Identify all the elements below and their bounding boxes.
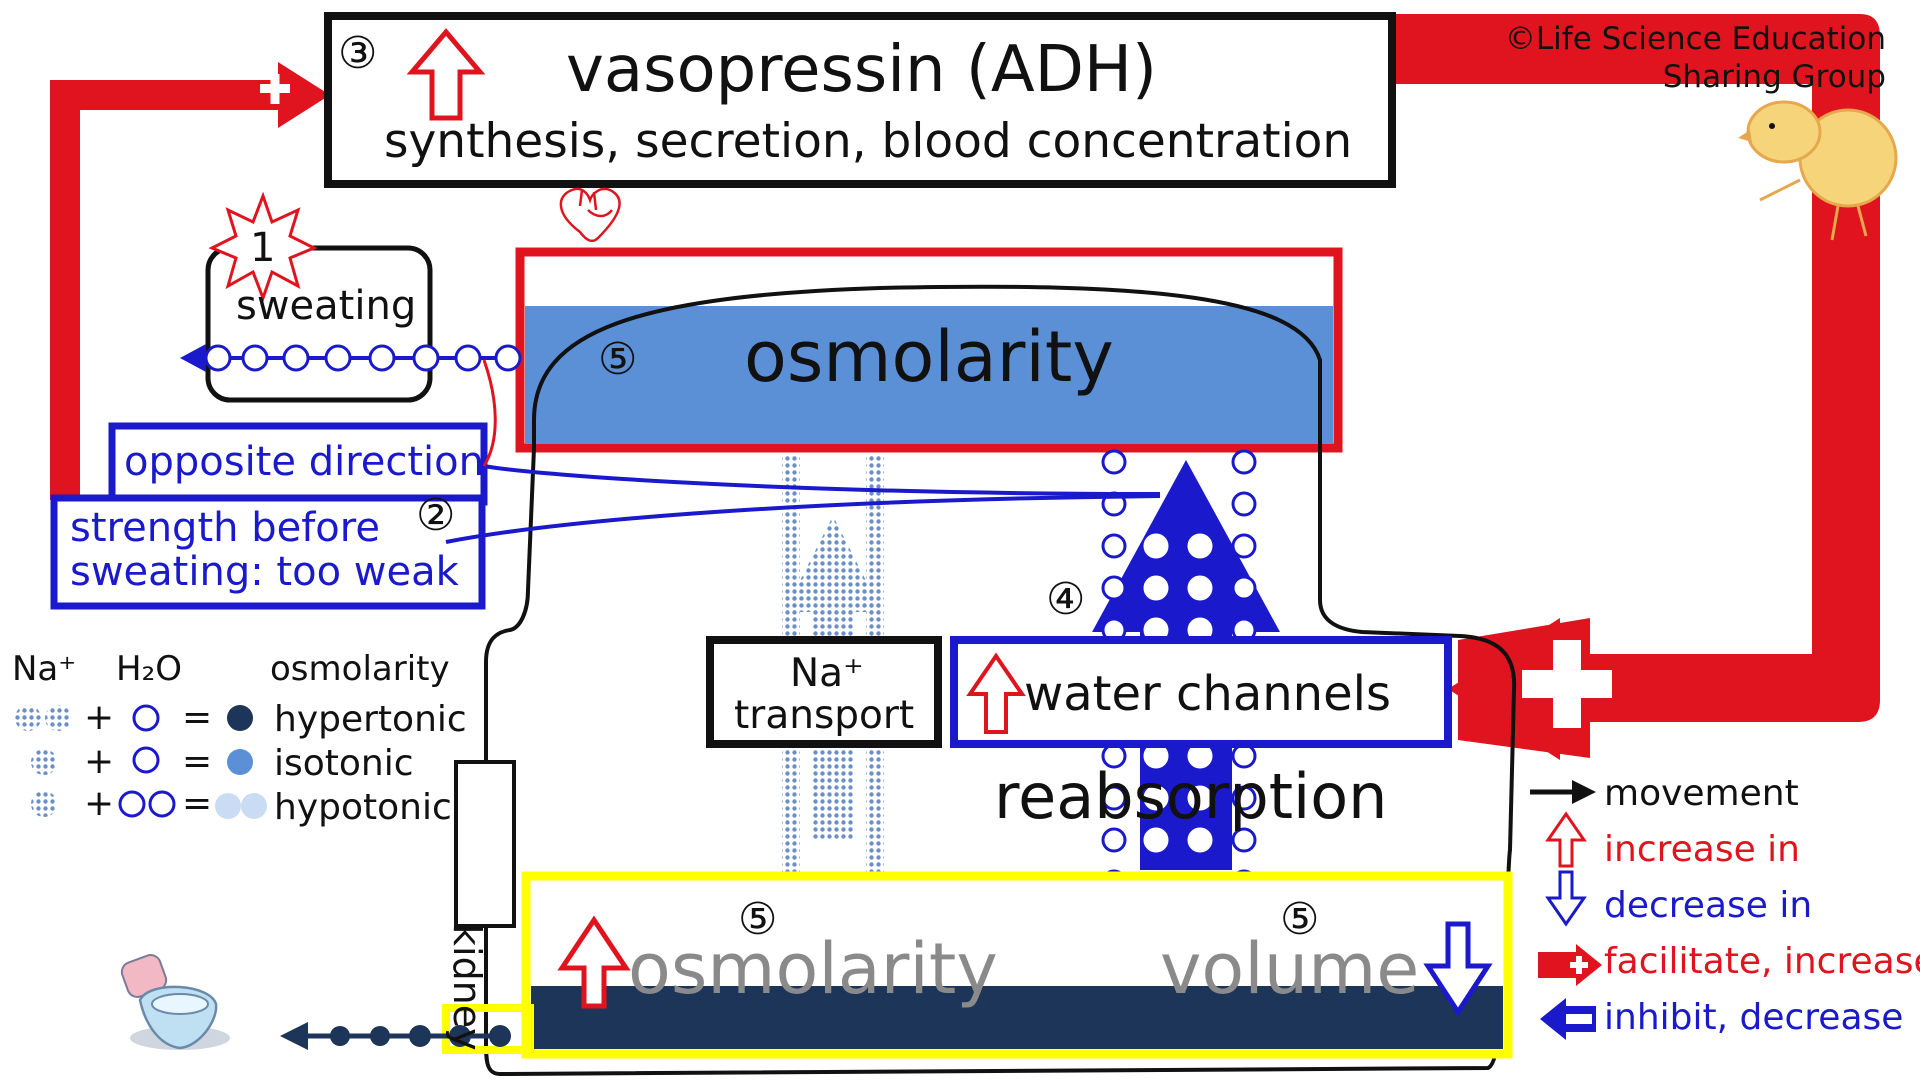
water-molecule-dot: [1143, 827, 1169, 853]
urine-fill: [531, 986, 1503, 1049]
urine-volume-label: volume: [1160, 928, 1420, 1010]
water-channels-increase-arrow-icon: [966, 652, 1026, 734]
key-header-na: Na⁺: [12, 649, 77, 689]
urine-excretion-arrow: [280, 1022, 511, 1050]
key-decrease-label: decrease in: [1604, 885, 1813, 926]
key-row2-eq: =: [182, 741, 213, 782]
sweating-number: 1: [250, 225, 276, 271]
sweating-label: sweating: [236, 283, 417, 329]
urine-osm-increase-arrow-icon: [557, 915, 631, 1009]
kidney-label-box: [454, 760, 516, 928]
water-channels-number: ④: [1046, 574, 1086, 625]
urine-osm-number: ⑤: [738, 894, 778, 945]
water-molecule-dot: [1231, 575, 1257, 601]
urine-osmolarity-label: osmolarity: [628, 928, 998, 1010]
copyright-line1: ©Life Science Education: [1504, 21, 1886, 57]
key-movement-label: movement: [1604, 773, 1799, 814]
water-molecule-dot: [1187, 827, 1213, 853]
note-connector-red: [482, 359, 497, 467]
water-molecule-dot: [1231, 827, 1257, 853]
water-molecule-dot: [1187, 575, 1213, 601]
chick-icon: [1738, 100, 1898, 241]
key-inhibit-label: inhibit, decrease: [1604, 997, 1904, 1038]
water-molecule-dot: [1101, 533, 1127, 559]
key-left-symbols: [15, 704, 267, 819]
kidney-outline: [484, 284, 1517, 1077]
urine-vol-number: ⑤: [1280, 894, 1320, 945]
water-molecule-dot: [1143, 785, 1169, 811]
opposite-direction-label: opposite direction: [124, 439, 484, 485]
water-molecule-dot: [1143, 575, 1169, 601]
feedback-loop-right: [1396, 14, 1880, 760]
key-increase-label: increase in: [1604, 829, 1800, 870]
key-right-icons: [1530, 780, 1602, 1040]
water-molecule-dot: [1101, 827, 1127, 853]
key-header-h2o: H₂O: [116, 649, 182, 689]
blood-number: ⑤: [598, 334, 638, 385]
adh-number: ③: [338, 28, 378, 79]
key-facilitate-label: facilitate, increase: [1604, 941, 1920, 982]
strength-line1: strength before: [70, 505, 380, 551]
sweating-burst-icon: [208, 191, 318, 303]
key-row1-label: hypertonic: [274, 699, 467, 740]
kidney-label: kidney: [445, 924, 489, 1051]
toilet-icon: [120, 954, 230, 1050]
water-molecule-dot: [1231, 491, 1257, 517]
note-number: ②: [416, 490, 456, 541]
water-molecule-dot: [1101, 575, 1127, 601]
adh-box: [324, 12, 1396, 188]
key-row3-plus: +: [84, 783, 115, 824]
water-molecule-dot: [1187, 785, 1213, 811]
water-channels-box: [950, 636, 1452, 748]
water-molecule-dot: [1231, 785, 1257, 811]
ureter: [442, 1004, 534, 1054]
adh-increase-arrow-icon: [406, 28, 486, 121]
reabsorption-label: reabsorption: [994, 760, 1388, 833]
sweat-loss-arrow: [180, 344, 522, 372]
key-row3-label: hypotonic: [274, 787, 452, 828]
key-row2-label: isotonic: [274, 743, 414, 784]
water-molecule-dot: [1187, 533, 1213, 559]
key-row3-eq: =: [182, 783, 213, 824]
water-molecule-dot: [1231, 449, 1257, 475]
strength-note-box: [50, 494, 486, 610]
adh-title: vasopressin (ADH): [566, 33, 1157, 107]
feedback-loop-left: [50, 62, 330, 500]
urine-volume-decrease-arrow-icon: [1423, 921, 1493, 1017]
na-transport-line2: transport: [734, 693, 915, 738]
heart-icon: [559, 187, 621, 243]
blood-osmolarity-label: osmolarity: [744, 316, 1114, 398]
note-connector-2: [445, 494, 1161, 544]
water-molecule-dot: [1101, 785, 1127, 811]
key-row1-plus: +: [84, 697, 115, 738]
water-molecule-dot: [1101, 449, 1127, 475]
plasma-fill: [525, 306, 1333, 444]
adh-subtitle: synthesis, secretion, blood concentratio…: [384, 114, 1353, 169]
water-molecule-dot: [1231, 533, 1257, 559]
note-connector-1: [483, 464, 1161, 496]
na-transport-line1: Na⁺: [790, 651, 864, 696]
copyright-line2: Sharing Group: [1662, 59, 1886, 95]
water-molecule-dot: [1143, 533, 1169, 559]
key-row2-plus: +: [84, 741, 115, 782]
key-row1-eq: =: [182, 697, 213, 738]
water-channels-label: water channels: [1024, 666, 1391, 722]
na-transport-box: [706, 636, 942, 748]
strength-line2: sweating: too weak: [70, 549, 459, 595]
key-header-osmolarity: osmolarity: [270, 649, 450, 689]
